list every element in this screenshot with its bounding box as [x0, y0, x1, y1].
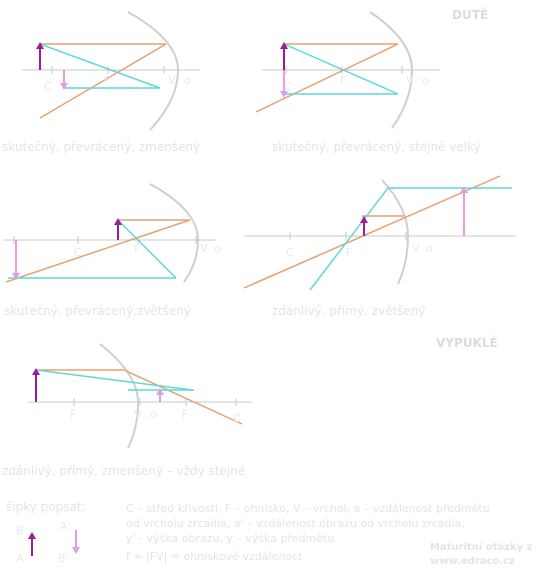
- d1-label-c: C: [44, 80, 52, 93]
- legend-line-2: od vrcholu zrcadla, a' – vzdálenost obra…: [126, 517, 465, 530]
- d1-label-o: o: [184, 74, 191, 87]
- d5-object-arrow-head: [32, 368, 40, 375]
- legend-label-a: A: [16, 552, 24, 565]
- d3-ray-through-f: [117, 219, 177, 279]
- d2-label-f: F: [340, 74, 347, 87]
- d1-label-v: V: [168, 74, 176, 87]
- legend-definitions: C – střed křivosti, F – ohnisko, V – vrc…: [126, 501, 490, 564]
- header-convex: VYPUKLÉ: [436, 336, 498, 350]
- d2-ray-reflected: [255, 43, 399, 113]
- d2-object-arrow-head: [280, 42, 288, 49]
- d3-mirror: [149, 183, 200, 283]
- d4-label-v: V: [412, 242, 420, 255]
- footer-line-2: www.edraco.cz: [430, 556, 515, 567]
- legend-title: šipky popsat:: [6, 500, 86, 514]
- d5-label-f-right: F: [182, 408, 189, 421]
- legend-line-3: y' - výška obrazu, y – výška předmětu: [126, 532, 335, 545]
- d1-object-arrow-head: [36, 42, 44, 49]
- d5-label-f-left: F: [70, 408, 77, 421]
- legend-label-b: B: [16, 524, 24, 537]
- d5-label-c: C: [233, 412, 241, 425]
- d3-object-arrow-head: [114, 218, 122, 225]
- d3-ray-reflected: [5, 219, 191, 283]
- d4-label-o: o: [426, 242, 433, 255]
- d5-label-o: o: [150, 408, 157, 421]
- legend-line-1: C – střed křivosti, F – ohnisko, V – vrc…: [126, 502, 490, 515]
- legend-line-4: f = |FV| = ohniskové vzdálenost: [126, 550, 303, 563]
- d4-ray-reflected-extended: [243, 175, 501, 289]
- d5-image-arrow-head: [156, 388, 164, 395]
- d3-label-v: V: [200, 242, 208, 255]
- d5-label-v: V: [134, 408, 142, 421]
- header-concave: DUTÉ: [452, 8, 489, 22]
- d3-image-arrow-head: [12, 273, 20, 280]
- d3-label-o: o: [214, 242, 221, 255]
- legend-object-arrow-head: [28, 532, 36, 539]
- d1-label-f: F: [104, 74, 111, 87]
- d4-ray-through-c: [309, 187, 389, 291]
- d2-ray-through-f: [283, 43, 399, 95]
- d5-mirror: [99, 343, 140, 449]
- d5-ray-toward-f: [35, 369, 193, 391]
- d2-image-arrow-head: [280, 91, 288, 98]
- d4-label-f: F: [346, 246, 353, 259]
- caption-diagram-3: skutečný, převrácený,zvětšený: [4, 304, 191, 318]
- caption-diagram-2: skutečný, převrácený, stejně velký: [272, 140, 481, 154]
- legend-label-a-prime: A': [60, 520, 71, 533]
- footer-line-1: Maturitní otázky z: [430, 542, 533, 553]
- caption-diagram-1: skutečný, převrácený, zmenšený: [2, 140, 201, 154]
- d4-mirror: [381, 179, 410, 285]
- caption-diagram-4: zdánlivý, přímý, zvětšený: [272, 304, 426, 318]
- caption-diagram-5: zdánlivý, přímý, zmenšený – vždy stejné: [2, 464, 246, 478]
- d1-ray-reflected: [39, 43, 167, 119]
- footer: Maturitní otázky z www.edraco.cz: [430, 541, 532, 569]
- d5-ray-diverging: [123, 369, 243, 425]
- d1-mirror: [127, 11, 180, 131]
- d1-image-arrow-head: [60, 83, 68, 90]
- d4-image-arrow-head: [460, 186, 468, 193]
- legend-label-b-prime: B': [58, 552, 69, 565]
- d4-object-arrow-head: [360, 216, 368, 223]
- d2-label-v: V: [406, 74, 414, 87]
- d3-label-f: F: [134, 242, 141, 255]
- d2-mirror: [369, 11, 414, 129]
- d2-label-o: o: [422, 74, 429, 87]
- legend-image-arrow-head: [72, 547, 80, 554]
- d4-label-c: C: [286, 246, 294, 259]
- d1-ray-through-f: [39, 43, 161, 89]
- d3-label-c: C: [74, 246, 82, 259]
- d2-label-c: C: [284, 80, 292, 93]
